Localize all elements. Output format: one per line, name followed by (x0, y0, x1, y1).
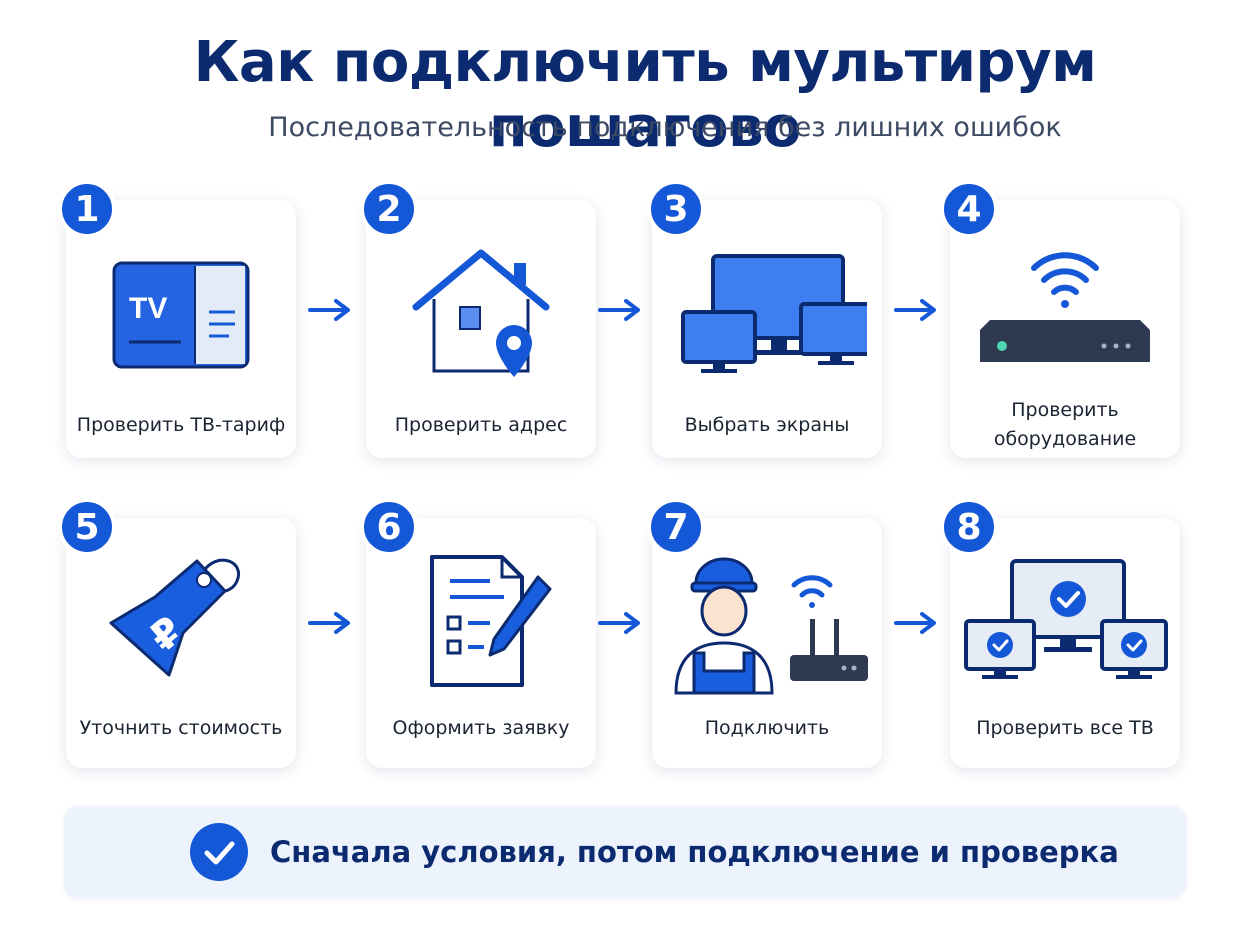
step-label-8: Проверить все ТВ (976, 716, 1154, 739)
tv-text: TV (129, 292, 167, 325)
tv-tariff-card-icon: TV (66, 240, 296, 390)
step-label-1: Проверить ТВ-тариф (76, 413, 286, 436)
step-label-4: Проверить оборудование (993, 399, 1137, 450)
step-card-6: Оформить заявку (366, 518, 596, 768)
step-label-5: Уточнить стоимость (79, 716, 283, 739)
step-card-4: Проверить оборудование (950, 200, 1180, 458)
technician-router-icon (652, 540, 882, 700)
check-circle-icon (190, 823, 248, 881)
step-label-3: Выбрать экраны (684, 413, 850, 436)
step-badge-5: 5 (58, 498, 116, 556)
step-badge-7: 7 (647, 498, 705, 556)
house-location-icon (366, 240, 596, 390)
page-subtitle: Последовательность подключения без лишни… (268, 112, 1062, 143)
arrow-right-icon (308, 612, 350, 634)
page-title: Как подключить мультирум пошагово (193, 30, 1097, 160)
step-card-3: Выбрать экраны (652, 200, 882, 458)
ruble-price-tag-icon: ₽ (66, 540, 296, 700)
arrow-right-icon (894, 299, 936, 321)
multiple-screens-icon (652, 240, 882, 390)
step-card-8: Проверить все ТВ (950, 518, 1180, 768)
step-badge-3: 3 (647, 180, 705, 238)
step-badge-6: 6 (360, 498, 418, 556)
summary-text: Сначала условия, потом подключение и про… (270, 835, 1119, 869)
step-card-2: Проверить адрес (366, 200, 596, 458)
step-card-1: TV Проверить ТВ-тариф (66, 200, 296, 458)
arrow-right-icon (598, 299, 640, 321)
step-badge-2: 2 (360, 180, 418, 238)
step-card-5: ₽ Уточнить стоимость (66, 518, 296, 768)
step-card-7: Подключить (652, 518, 882, 768)
step-label-6: Оформить заявку (392, 716, 570, 739)
step-badge-1: 1 (58, 180, 116, 238)
step-label-7: Подключить (704, 716, 830, 739)
set-top-box-icon (950, 240, 1180, 390)
arrow-right-icon (598, 612, 640, 634)
step-label-2: Проверить адрес (394, 413, 568, 436)
arrow-right-icon (308, 299, 350, 321)
step-badge-8: 8 (940, 498, 998, 556)
application-form-icon (366, 540, 596, 700)
arrow-right-icon (894, 612, 936, 634)
step-badge-4: 4 (940, 180, 998, 238)
summary-banner: Сначала условия, потом подключение и про… (64, 806, 1186, 898)
checked-screens-icon (950, 540, 1180, 700)
